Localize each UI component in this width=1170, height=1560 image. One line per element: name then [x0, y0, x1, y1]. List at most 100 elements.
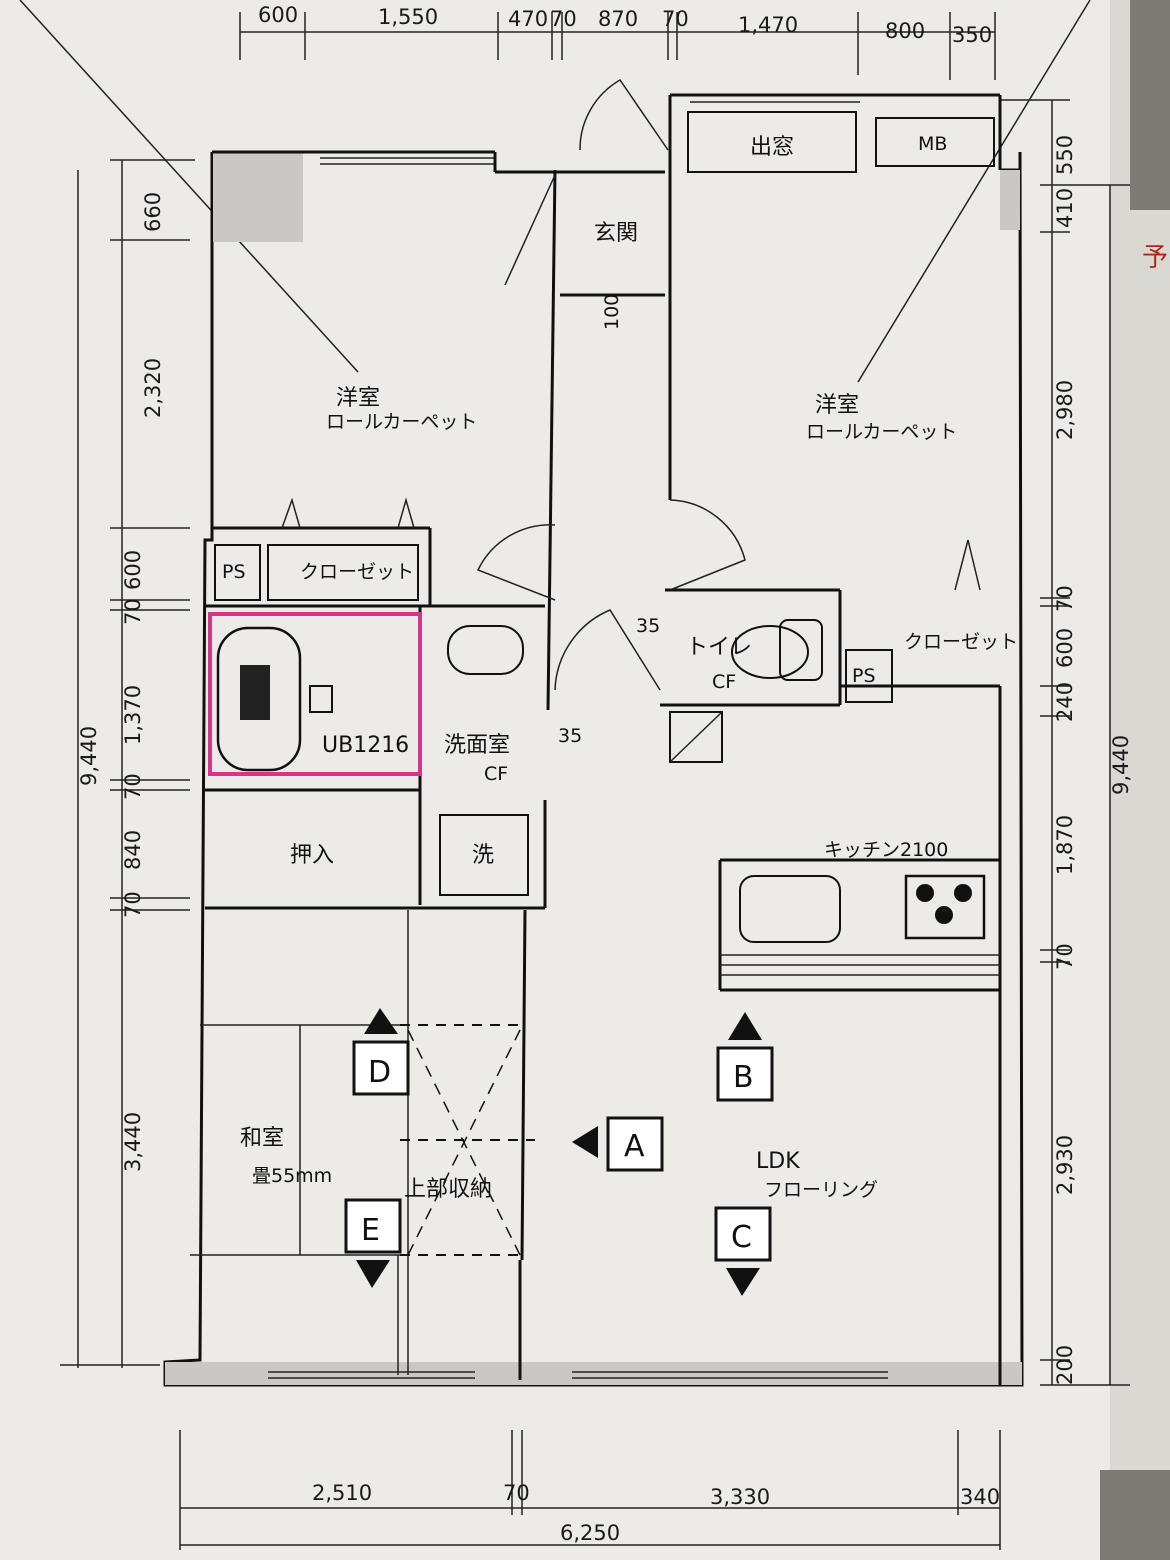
marker-e-label: E — [361, 1213, 380, 1248]
closet-east-label: クローゼット — [904, 631, 1018, 653]
ps-east-label: PS — [852, 665, 876, 687]
bath-label: UB1216 — [322, 733, 409, 758]
dim-label: 70 — [121, 598, 145, 625]
dim-label: 240 — [1053, 682, 1077, 722]
page-edge-tab — [1130, 0, 1170, 210]
stove — [904, 874, 986, 940]
bottom-dimension: 2,510 70 3,330 340 6,250 — [179, 1430, 1001, 1550]
bathtub — [216, 626, 302, 772]
dim-label: 1,870 — [1053, 815, 1077, 875]
marker-c-label: C — [731, 1220, 752, 1255]
bay-window-box — [687, 111, 857, 173]
dim-label: 600 — [121, 550, 145, 590]
wash-basin — [447, 625, 524, 675]
upper-storage-label: 上部収納 — [404, 1177, 492, 1202]
dim-label: 70 — [503, 1481, 530, 1505]
washitsu-floor: 畳55mm — [252, 1165, 332, 1187]
kitchen-sink — [739, 875, 841, 943]
washroom-name: 洗面室 — [444, 733, 510, 758]
dim-label: 70 — [662, 7, 689, 31]
ldk-floor: フローリング — [764, 1179, 878, 1201]
dim-label: 1,550 — [378, 5, 438, 29]
marker-d-label: D — [368, 1055, 391, 1090]
dim-label: 600 — [1053, 628, 1077, 668]
dim-label: 3,440 — [121, 1112, 145, 1172]
meter-box — [875, 117, 995, 167]
entry-step-dim: 100 — [601, 294, 623, 330]
view-marker-c: C — [714, 1206, 772, 1296]
leader-line — [857, 0, 1091, 383]
toilet-name: トイレ — [686, 635, 752, 660]
ldk-name: LDK — [756, 1149, 800, 1174]
closet-door-marks — [281, 497, 981, 591]
marker-a-label: A — [624, 1129, 645, 1164]
dim-label: 2,980 — [1053, 380, 1077, 440]
door-swings — [476, 79, 746, 691]
dim-label: 340 — [960, 1485, 1000, 1509]
dim-label: 9,440 — [77, 726, 101, 786]
dim-label: 840 — [121, 830, 145, 870]
bath-counter — [309, 685, 333, 713]
dim-label: 800 — [885, 19, 925, 43]
view-marker-b: B — [716, 1012, 774, 1102]
ps-east-box — [845, 649, 893, 703]
dim-label: 9,440 — [1109, 735, 1133, 795]
right-dimension: 550 410 2,980 70 600 240 1,870 70 2,930 … — [1000, 99, 1133, 1386]
dim-label: 600 — [258, 3, 298, 27]
burner — [954, 884, 972, 902]
dim-label: 550 — [1053, 135, 1077, 175]
dim-label: 660 — [141, 192, 165, 232]
dim-label: 70 — [1053, 585, 1077, 612]
marker-b-label: B — [733, 1060, 754, 1095]
bath-unit-highlight — [208, 612, 422, 776]
bay-window-label: 出窓 — [750, 135, 794, 160]
wash-side-dim: 35 — [558, 725, 582, 747]
interior-walls — [190, 169, 1002, 1385]
top-dimension: 600 1,550 470 70 870 70 1,470 800 350 — [239, 3, 996, 80]
dim-label: 70 — [121, 773, 145, 800]
washer-label: 洗 — [472, 843, 494, 868]
bottom-windows — [268, 1371, 888, 1379]
toilet-top-dim: 35 — [636, 615, 660, 637]
closet-west-box — [267, 544, 419, 601]
edge-character: 予 — [1142, 243, 1168, 273]
dim-label: 1,370 — [121, 685, 145, 745]
washitsu-name: 和室 — [240, 1126, 284, 1151]
dim-label: 70 — [550, 7, 577, 31]
toilet-floor: CF — [712, 671, 736, 693]
dim-label: 3,330 — [710, 1485, 770, 1509]
upper-storage-outline — [400, 1024, 535, 1256]
east-room-name: 洋室 — [815, 393, 859, 418]
dim-label: 1,470 — [738, 13, 798, 37]
page-edge-strip — [1110, 0, 1170, 1560]
west-room-floor: ロールカーペット — [326, 411, 477, 433]
washroom-floor: CF — [484, 763, 508, 785]
outer-walls — [163, 93, 1024, 1387]
left-dimension: 660 2,320 600 70 1,370 70 840 70 3,440 9… — [60, 159, 195, 1368]
page-edge-tab — [1100, 1470, 1170, 1560]
oshiire-label: 押入 — [290, 843, 334, 868]
dim-label: 2,320 — [141, 358, 165, 418]
dim-label: 870 — [598, 7, 638, 31]
dim-label: 70 — [121, 891, 145, 918]
dim-label: 200 — [1053, 1345, 1077, 1385]
dim-label: 470 — [508, 7, 548, 31]
dim-label: 350 — [952, 23, 992, 47]
burner — [935, 906, 953, 924]
view-marker-e: E — [344, 1198, 402, 1288]
toilet-bowl — [731, 625, 809, 679]
dim-label: 6,250 — [560, 1521, 620, 1545]
toilet-storage — [669, 711, 723, 763]
burner — [916, 884, 934, 902]
view-marker-d: D — [352, 1008, 410, 1096]
east-room-floor: ロールカーペット — [806, 421, 957, 443]
entrance-label: 玄関 — [594, 221, 638, 246]
dim-label: 410 — [1053, 188, 1077, 228]
leader-line — [19, 0, 359, 373]
dim-label: 70 — [1053, 943, 1077, 970]
tub-drain-grate — [240, 665, 270, 720]
view-marker-a: A — [572, 1116, 664, 1172]
kitchen-label: キッチン2100 — [824, 839, 948, 861]
toilet-tank — [779, 619, 823, 681]
